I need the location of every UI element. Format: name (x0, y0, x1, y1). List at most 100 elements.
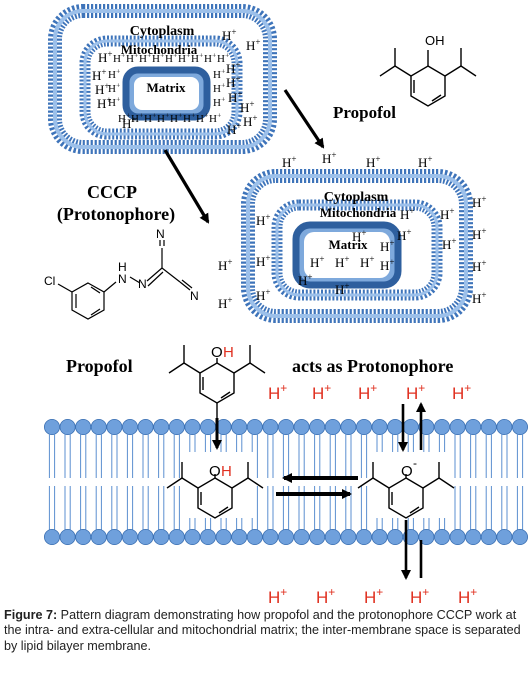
lipid-head (246, 529, 263, 546)
lipid-head (44, 529, 61, 546)
proton-label: H+ (98, 49, 113, 65)
cccp-atom-cl: Cl (44, 274, 55, 288)
lipid-head (480, 418, 497, 435)
lipid-bilayer (44, 418, 529, 546)
lipid-head (231, 418, 248, 435)
proton-label: H+ (410, 585, 429, 607)
anion-charge-label: - (413, 456, 417, 470)
cccp-structure (57, 240, 193, 320)
lipid-head (340, 418, 357, 435)
lipid-head (75, 418, 92, 435)
proton-label: H+ (144, 111, 156, 125)
proton-label: H+ (139, 51, 151, 65)
lipid-head (324, 418, 341, 435)
proton-label: H+ (418, 154, 433, 170)
proton-label: H+ (440, 206, 455, 222)
proton-label: H+ (452, 381, 471, 403)
lipid-head (355, 418, 372, 435)
cccp-title: CCCP (87, 182, 137, 202)
anion-o-label: O (401, 463, 413, 480)
proton-label: H+ (256, 212, 271, 228)
lipid-head (418, 529, 435, 546)
lipid-head (122, 529, 139, 546)
proton-label: H+ (170, 111, 182, 125)
lipid-head (324, 529, 341, 546)
proton-label: H+ (364, 585, 383, 607)
lipid-head (465, 529, 482, 546)
lipid-head (309, 418, 326, 435)
proton-label: H+ (400, 206, 415, 222)
lipid-head (199, 529, 216, 546)
lipid-head (293, 529, 310, 546)
lipid-head (387, 418, 404, 435)
proton-label: H+ (397, 227, 412, 243)
bilayer-propofol-label: Propofol (66, 356, 133, 376)
lipid-head (449, 529, 466, 546)
lipid-head (153, 418, 170, 435)
proton-label: H+ (472, 226, 487, 242)
lipid-head (90, 418, 107, 435)
cccp-atom-n2: N (138, 277, 147, 291)
lipid-head (59, 529, 76, 546)
proton-label: H+ (243, 113, 258, 129)
proton-label: H+ (213, 67, 225, 81)
proton-label: H+ (196, 111, 208, 125)
lipid-head (137, 418, 154, 435)
propofol-molecule-top (168, 345, 266, 418)
caption-text: Pattern diagram demonstrating how propof… (4, 608, 521, 653)
cccp-atom-n4: N (190, 289, 199, 303)
propofol-molecule-membrane (166, 452, 264, 519)
lipid-head (465, 418, 482, 435)
proton-label: H+ (316, 585, 335, 607)
propofol-membrane-o: O (209, 463, 221, 480)
lipid-head (309, 529, 326, 546)
lipid-head (90, 529, 107, 546)
proton-label: H+ (213, 81, 225, 95)
lipid-head (106, 529, 123, 546)
proton-label: H+ (113, 51, 125, 65)
arrow-to-cccp (163, 149, 210, 224)
lipid-head (433, 529, 450, 546)
lipid-head (387, 529, 404, 546)
lipid-head (262, 529, 279, 546)
proton-label: H+ (209, 111, 221, 125)
cell2-mitochondria-label: Mitochondria (320, 205, 397, 220)
lipid-head (137, 529, 154, 546)
proton-label: H+ (256, 253, 271, 269)
cell1-cytoplasm-label: Cytoplasm (130, 24, 195, 39)
proton-label: H+ (458, 585, 477, 607)
cccp-atom-n3: N (156, 227, 165, 241)
proton-label: H+ (256, 287, 271, 303)
proton-label: H+ (191, 51, 203, 65)
bilayer-acts-label: acts as Protonophore (292, 356, 453, 376)
proton-label: H+ (204, 51, 216, 65)
lipid-head (106, 418, 123, 435)
proton-label: H+ (322, 150, 337, 166)
lipid-head (371, 529, 388, 546)
lipid-head (184, 418, 201, 435)
proton-label: H+ (227, 121, 242, 137)
proton-label: H+ (218, 257, 233, 273)
proton-label: H+ (222, 27, 237, 43)
lipid-head (371, 418, 388, 435)
caption-label: Figure 7: (4, 608, 58, 622)
lipid-head (168, 418, 185, 435)
proton-label: H+ (268, 381, 287, 403)
arrow-to-propofol-cell (283, 89, 325, 149)
proton-label: H+ (246, 37, 261, 53)
proton-label: H+ (282, 154, 297, 170)
proton-label: H+ (108, 95, 120, 109)
propofol-anion-membrane (357, 452, 455, 519)
proton-label: H+ (152, 51, 164, 65)
lipid-head (512, 418, 529, 435)
proton-label: H+ (178, 51, 190, 65)
lipid-head (184, 529, 201, 546)
proton-label: H+ (358, 381, 377, 403)
lipid-head (402, 418, 419, 435)
proton-label: H+ (213, 95, 225, 109)
lipid-head (277, 529, 294, 546)
lipid-head (512, 529, 529, 546)
lipid-head (44, 418, 61, 435)
lipid-head (168, 529, 185, 546)
proton-label: H+ (165, 51, 177, 65)
